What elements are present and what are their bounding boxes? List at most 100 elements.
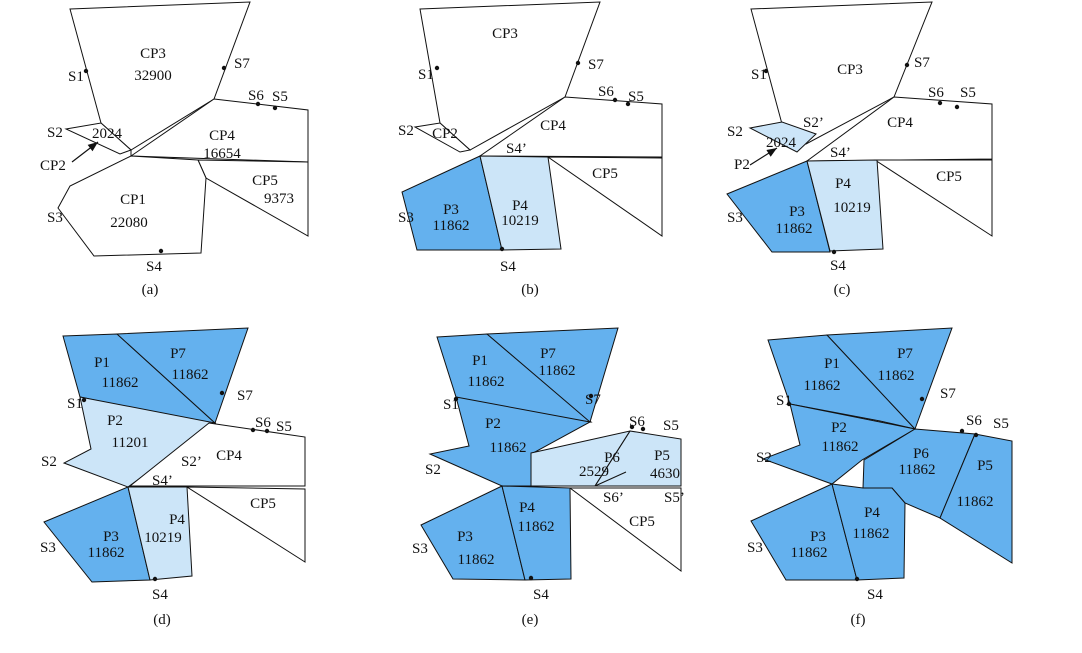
boundary-point [973,432,979,438]
point-label-s2: S2 [425,462,441,478]
region-label-p1: 11862 [102,375,139,391]
region-label-p2: P2 [485,416,501,432]
region-cp5-e [568,487,682,572]
region-label-p2: 11201 [112,435,149,451]
point-label-s6: S6 [928,85,944,101]
point-label-s5: S5 [276,419,292,435]
boundary-point [625,101,631,107]
region-label-cp3: CP3 [837,62,863,78]
point-label-s1: S1 [776,393,792,409]
boundary-point [83,68,89,74]
point-label-s3: S3 [747,540,763,556]
region-cp5-d [185,486,306,563]
point-label-s1: S1 [68,69,84,85]
arrow-head-icon [766,148,777,157]
region-label-p4: P4 [835,176,851,192]
boundary-point [786,401,792,407]
point-label-s1: S1 [67,396,83,412]
region-label-p3: P3 [457,529,473,545]
region-label-p4: 10219 [833,200,871,216]
region-label-p3: 11862 [433,218,470,234]
point-label-s4: S4 [500,259,516,275]
point-label-s6: S6 [598,84,614,100]
region-label-p2: 11862 [490,440,527,456]
region-label-p7: 11862 [172,367,209,383]
point-label-s5: S5 [960,85,976,101]
point-label-s5: S5 [272,89,288,105]
point-label-s6: S6 [248,88,264,104]
point-label-s3: S3 [412,541,428,557]
point-label-s6: S6 [255,415,271,431]
region-label-cp5: 9373 [264,191,294,207]
point-label-s5: S5 [663,418,679,434]
region-label-p4: 10219 [501,213,539,229]
boundary-point [612,97,618,103]
point-label-s4: S4’ [152,473,173,489]
region-label-p4: P4 [169,512,185,528]
region-label-cp4: CP4 [540,118,566,134]
point-label-s2: S2 [47,125,63,141]
region-p2-d [62,396,217,488]
region-label-p1: 11862 [468,374,505,390]
boundary-point [919,396,925,402]
boundary-point [250,427,256,433]
boundary-point [640,426,646,432]
boundary-point [81,397,87,403]
region-label-p3: 11862 [776,221,813,237]
boundary-point [255,101,261,107]
region-label-p5: 11862 [957,494,994,510]
point-label-s5: S5 [628,89,644,105]
point-label-s7: S7 [940,386,956,402]
point-label-s7: S7 [914,55,930,71]
point-label-s2: S2’ [181,454,202,470]
region-label-p3: P3 [443,202,459,218]
boundary-point [264,428,270,434]
region-p7-e [485,327,619,423]
panel-e: P111862P711862P211862P62529P54630CP5P311… [412,327,685,628]
point-label-s5: S5 [993,416,1009,432]
region-label-p6: P6 [913,446,929,462]
region-label-p2: 2024 [766,135,797,151]
region-label-p1: 11862 [804,378,841,394]
region-label-cp5: CP5 [250,496,276,512]
region-label-p4: 11862 [518,519,555,535]
region-cp3-c [750,1,933,145]
region-label-p2: P2 [831,420,847,436]
point-label-s7: S7 [234,56,250,72]
region-cp1-a [57,155,207,257]
region-label-p6: P6 [604,450,620,466]
point-label-s4: S4 [867,587,883,603]
point-label-s6: S6’ [603,490,624,506]
region-label-p7: P7 [540,346,556,362]
point-label-s6: S6 [966,413,982,429]
point-label-s2: S2 [727,124,743,140]
region-p5-f [939,433,1013,564]
region-cp5-b [546,156,663,237]
point-label-s7: S7 [588,57,604,73]
point-label-s2: S2’ [803,115,824,131]
region-label-p7: 11862 [539,363,576,379]
region-label-cp4: CP4 [887,115,913,131]
region-label-cp5: CP5 [592,166,618,182]
region-cp4-c [805,96,993,162]
region-label-p3: P3 [810,529,826,545]
region-label-p5: P5 [977,458,993,474]
region-label-p2: P2 [107,413,123,429]
boundary-point [904,62,910,68]
region-label-cp5: CP5 [252,173,278,189]
edge-line [594,471,627,487]
region-p4-e [501,485,572,581]
region-label-p4: 10219 [144,530,182,546]
boundary-point [272,105,278,111]
region-label-p3: 11862 [88,545,125,561]
boundary-point [575,60,581,66]
boundary-point [763,68,769,74]
region-label-cp1: CP1 [120,192,146,208]
boundary-point [453,396,459,402]
boundary-point [959,428,965,434]
region-label-p5: 4630 [650,466,680,482]
region-label-cp3: 32900 [134,68,172,84]
